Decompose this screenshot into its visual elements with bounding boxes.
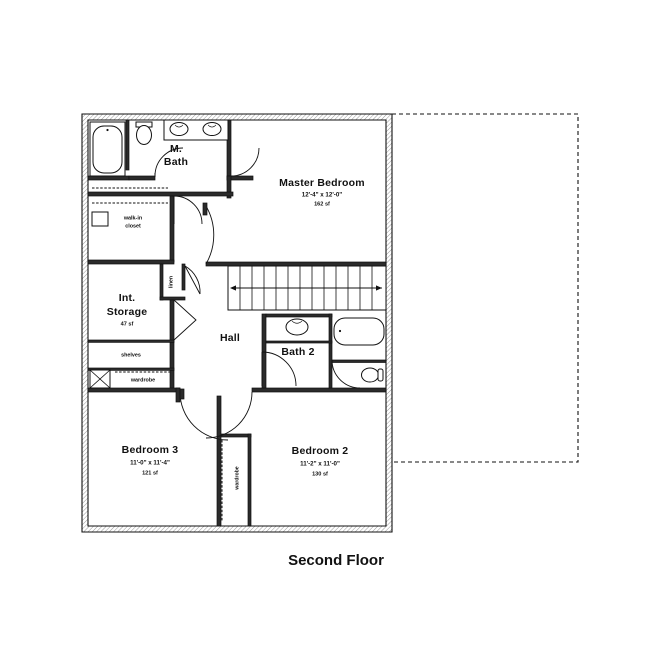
label-bedroom-2-dimensions: 11'-2" x 11'-0"	[300, 461, 340, 468]
chimney-flue-icon	[89, 369, 111, 389]
label-walk-in-closet-line1: walk-in	[123, 215, 142, 221]
door-master-bedroom	[202, 202, 215, 265]
label-bedroom-wardrobe: wardrobe	[234, 466, 240, 490]
door-master-bedroom-to-bath	[230, 147, 260, 177]
label-bedroom-2-name: Bedroom 2	[292, 445, 349, 457]
label-linen-closet: linen	[168, 276, 174, 288]
door-walk-in-closet	[173, 195, 203, 225]
bath2-fixtures	[285, 317, 385, 383]
label-master-bath-line1: M.	[170, 143, 182, 155]
door-bath2-secondary	[331, 359, 361, 389]
closet-rod-lines	[91, 187, 223, 522]
label-bath-2-name: Bath 2	[281, 346, 314, 358]
label-int-storage-area: 47 sf	[121, 321, 134, 327]
label-master-bedroom-dimensions: 12'-4" x 12'-0"	[302, 192, 343, 199]
plan-title: Second Floor	[288, 552, 384, 569]
bath2-tub-icon	[333, 317, 385, 346]
label-bedroom-3-dimensions: 11'-0" x 11'-4"	[130, 460, 170, 467]
master-bath-tub-icon	[89, 121, 126, 177]
master-bath-sink-right-icon	[202, 122, 222, 136]
label-master-bath-line2: Bath	[164, 156, 188, 168]
stairs	[227, 265, 387, 311]
label-int-storage-line2: Storage	[107, 306, 148, 318]
label-bedroom-3-name: Bedroom 3	[122, 444, 179, 456]
label-int-storage-line1: Int.	[119, 292, 136, 304]
door-bedroom-3	[179, 388, 229, 441]
label-bedroom-2-area: 130 sf	[312, 471, 328, 477]
door-master-bath	[154, 147, 184, 177]
closet-labels: walk-in closet linen shelves wardrobe wa…	[121, 215, 240, 490]
bath2-toilet-icon	[361, 367, 384, 383]
label-hall-name: Hall	[220, 332, 240, 344]
room-labels: Master Bedroom 12'-4" x 12'-0" 162 sf Be…	[107, 143, 365, 478]
master-bath-fixtures	[89, 119, 229, 177]
bath2-sink-icon	[285, 318, 309, 336]
master-bath-toilet-icon	[135, 121, 153, 145]
door-bedroom-2	[205, 391, 253, 439]
door-int-storage	[173, 299, 197, 341]
label-storage-shelves: shelves	[121, 352, 141, 358]
door-linen-closet	[184, 265, 201, 295]
master-bath-sink-left-icon	[169, 122, 189, 136]
label-bedroom-3-area: 121 sf	[142, 470, 158, 476]
interior-walls	[87, 119, 387, 527]
closet-shelf-box	[91, 211, 109, 227]
door-bath2	[261, 351, 297, 387]
label-master-bedroom-name: Master Bedroom	[279, 177, 365, 189]
label-walk-in-closet-line2: closet	[125, 223, 141, 229]
label-storage-wardrobe: wardrobe	[130, 377, 155, 383]
label-master-bedroom-area: 162 sf	[314, 201, 330, 207]
first-floor-outline	[392, 113, 579, 463]
doors	[154, 147, 361, 441]
